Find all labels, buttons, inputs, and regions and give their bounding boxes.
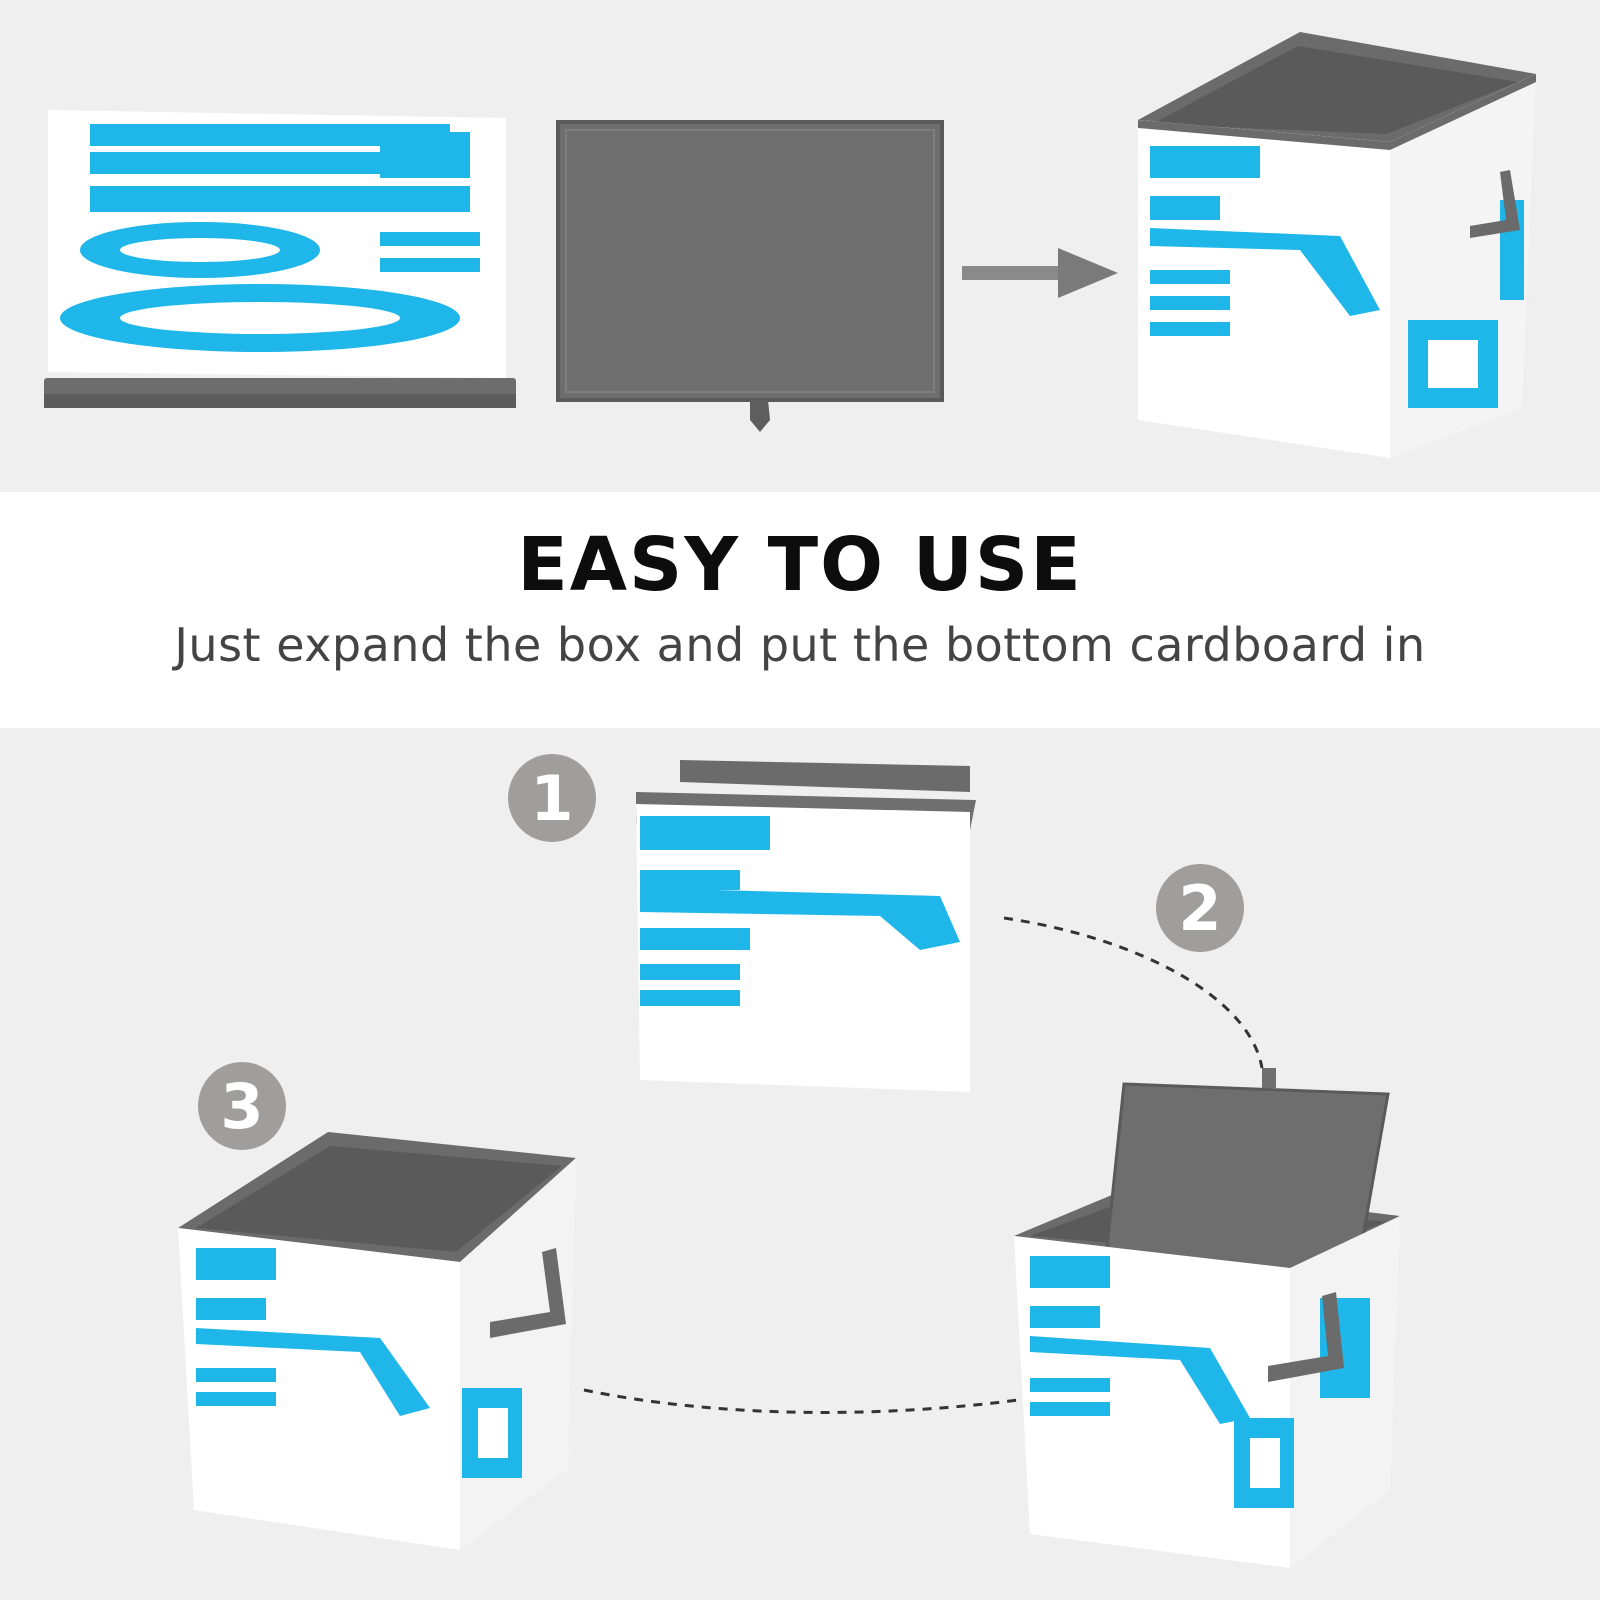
step-badge-3: 3 [198,1062,286,1150]
step-1-box [636,760,976,1092]
steps-illustration: 1 2 3 [178,754,1400,1568]
step-1-print [640,816,960,1006]
connector-1-2 [1003,916,1264,1069]
folded-box [44,110,516,408]
step-badge-1: 1 [508,754,596,842]
bottom-board [556,120,944,432]
step-3-box [178,1132,576,1550]
banner-subtitle: Just expand the box and put the bottom c… [174,618,1426,672]
assembled-box [1138,32,1536,458]
handle-icon [1470,170,1520,238]
arrow-right-icon [962,248,1118,298]
banner-title: EASY TO USE [517,522,1083,608]
steps-illustration-panel: 1 2 3 [0,728,1600,1600]
step-number-2: 2 [1178,872,1221,945]
handle-icon [1268,1292,1344,1382]
step-2-box [1014,1068,1400,1568]
handle-icon [490,1248,566,1338]
top-illustration-panel [0,0,1600,492]
top-illustration [44,32,1536,458]
step-number-1: 1 [530,762,573,835]
step-3-print [196,1248,522,1478]
step-number-3: 3 [220,1070,263,1143]
step-badge-2: 2 [1156,864,1244,952]
instruction-banner: EASY TO USE Just expand the box and put … [0,492,1600,728]
step-2-print [1030,1256,1370,1508]
folded-box-print [60,124,480,352]
connector-2-3 [583,1388,1019,1414]
